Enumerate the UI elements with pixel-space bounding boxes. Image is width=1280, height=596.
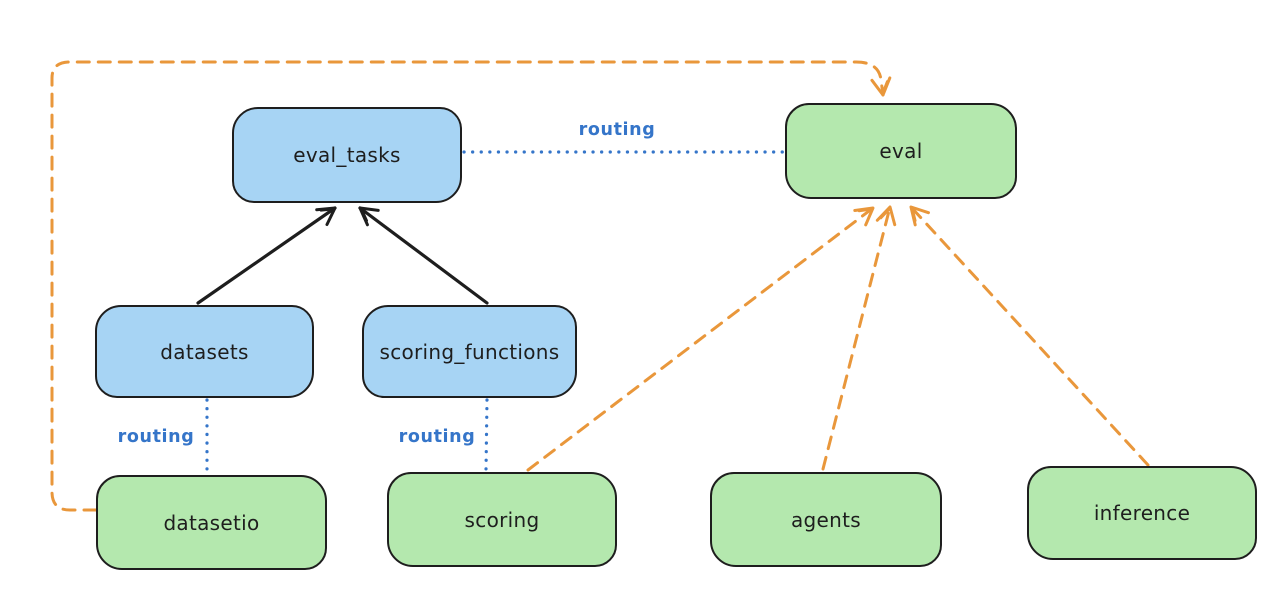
- edge-label-routing-datasets-datasetio: routing: [117, 427, 195, 447]
- edge-scoring-to-eval: [526, 206, 875, 472]
- node-scoring-functions: scoring_functions: [362, 305, 577, 398]
- edge-scoring-functions-to-eval-tasks: [358, 206, 489, 305]
- node-scoring: scoring: [387, 472, 617, 567]
- node-datasetio-label: datasetio: [163, 510, 260, 535]
- edge-label-routing-eval-tasks-eval: routing: [578, 120, 656, 140]
- edge-agents-to-eval: [821, 205, 897, 471]
- node-scoring-functions-label: scoring_functions: [379, 339, 560, 364]
- node-datasets: datasets: [95, 305, 314, 398]
- node-eval-tasks: eval_tasks: [232, 107, 462, 203]
- edge-datasetio-to-eval: [50, 60, 892, 512]
- node-inference-label: inference: [1093, 501, 1191, 525]
- edge-label-routing-scoring-functions-scoring: routing: [398, 427, 476, 447]
- edge-inference-to-eval: [909, 205, 1150, 467]
- node-inference: inference: [1027, 466, 1257, 560]
- node-datasets-label: datasets: [160, 339, 249, 364]
- node-datasetio: datasetio: [96, 475, 327, 570]
- node-agents: agents: [710, 472, 942, 567]
- edge-scoring-functions-to-scoring-routing: [484, 398, 489, 472]
- node-scoring-label: scoring: [464, 507, 540, 532]
- edge-datasets-to-eval-tasks: [196, 206, 337, 305]
- node-agents-label: agents: [791, 507, 861, 532]
- node-eval: eval: [785, 103, 1017, 199]
- node-eval-tasks-label: eval_tasks: [293, 143, 401, 167]
- node-eval-label: eval: [879, 139, 923, 163]
